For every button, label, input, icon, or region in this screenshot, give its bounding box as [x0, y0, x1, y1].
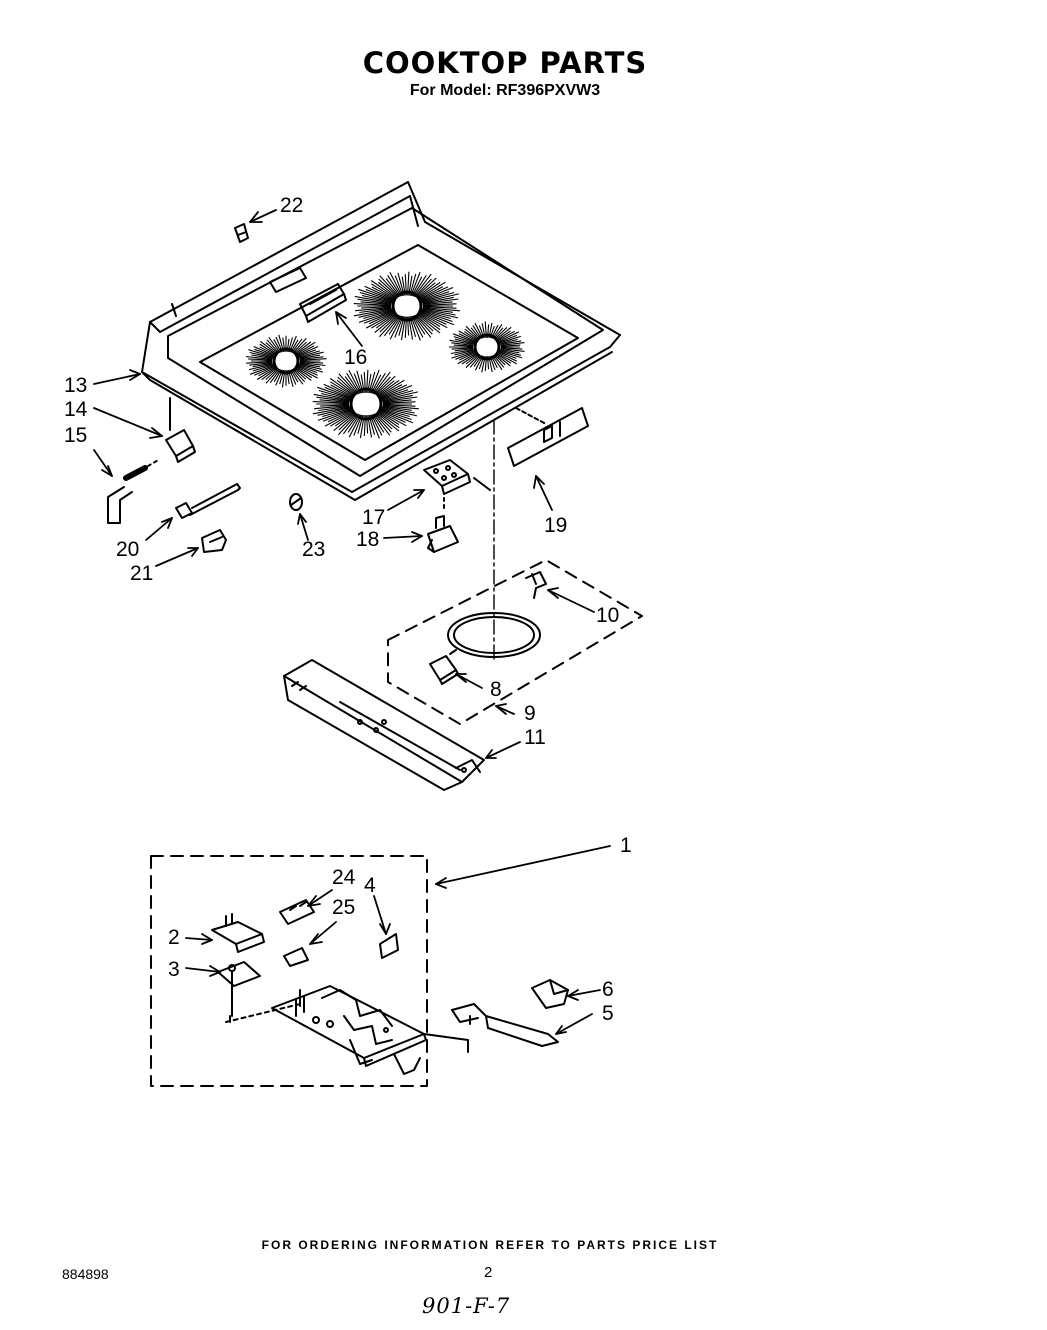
callout-16: 16: [344, 346, 367, 369]
cooktop-panel: [141, 181, 621, 501]
ordering-note: FOR ORDERING INFORMATION REFER TO PARTS …: [261, 1238, 719, 1252]
callout-22: 22: [280, 194, 303, 217]
callout-21: 21: [130, 562, 153, 585]
callout-6: 6: [602, 978, 614, 1001]
callout-11: 11: [524, 726, 546, 749]
callout-8: 8: [490, 678, 502, 701]
receptacle-part-14: [165, 397, 196, 463]
control-assembly-part-1: [150, 855, 469, 1087]
switch-part-18: [427, 497, 459, 553]
rod-part-20: [175, 483, 241, 519]
leader-lines: [93, 209, 611, 1035]
trim-strip-part-19: [507, 407, 589, 467]
callout-13: 13: [64, 374, 87, 397]
callout-4: 4: [364, 874, 376, 897]
callout-24: 24: [332, 866, 356, 889]
callout-10: 10: [596, 604, 619, 627]
element-rays: [245, 271, 525, 439]
knob-part-21: [201, 529, 227, 553]
page-title: COOKTOP PARTS: [362, 46, 648, 80]
callout-1: 1: [620, 834, 632, 857]
model-line: For Model: RF396PXVW3: [409, 82, 601, 99]
grommet-part-23: [289, 493, 303, 511]
callout-23: 23: [302, 538, 325, 561]
callout-5: 5: [602, 1002, 614, 1025]
element-assembly-part-9: [387, 559, 643, 725]
front-channel-part-11: [283, 659, 485, 791]
callout-19: 19: [544, 514, 567, 537]
callout-14: 14: [64, 398, 88, 421]
bracket-part-17: [423, 459, 491, 495]
callout-3: 3: [168, 958, 180, 981]
callout-15: 15: [64, 424, 87, 447]
callout-labels: 22 16 13 14 15 17 18 19 20 21 23 10 8 9 …: [64, 194, 632, 1025]
callout-25: 25: [332, 896, 355, 919]
clip-part-22: [234, 223, 249, 243]
lead-wire-part-15: [107, 458, 161, 524]
callout-17: 17: [362, 506, 385, 529]
callout-20: 20: [116, 538, 139, 561]
page-number: 2: [484, 1264, 493, 1281]
vent-trim-part-16: [299, 283, 347, 323]
callout-9: 9: [524, 702, 536, 725]
callout-2: 2: [168, 926, 180, 949]
callout-18: 18: [356, 528, 379, 551]
handwritten-code: 901-F-7: [422, 1294, 511, 1318]
document-number: 884898: [62, 1266, 109, 1282]
surface-element-front-right: [473, 333, 501, 361]
surface-element-back-right: [391, 290, 423, 322]
cap-part-6: [531, 979, 569, 1009]
bracket-part-5: [451, 1003, 559, 1047]
surface-element-center-front: [349, 387, 383, 421]
